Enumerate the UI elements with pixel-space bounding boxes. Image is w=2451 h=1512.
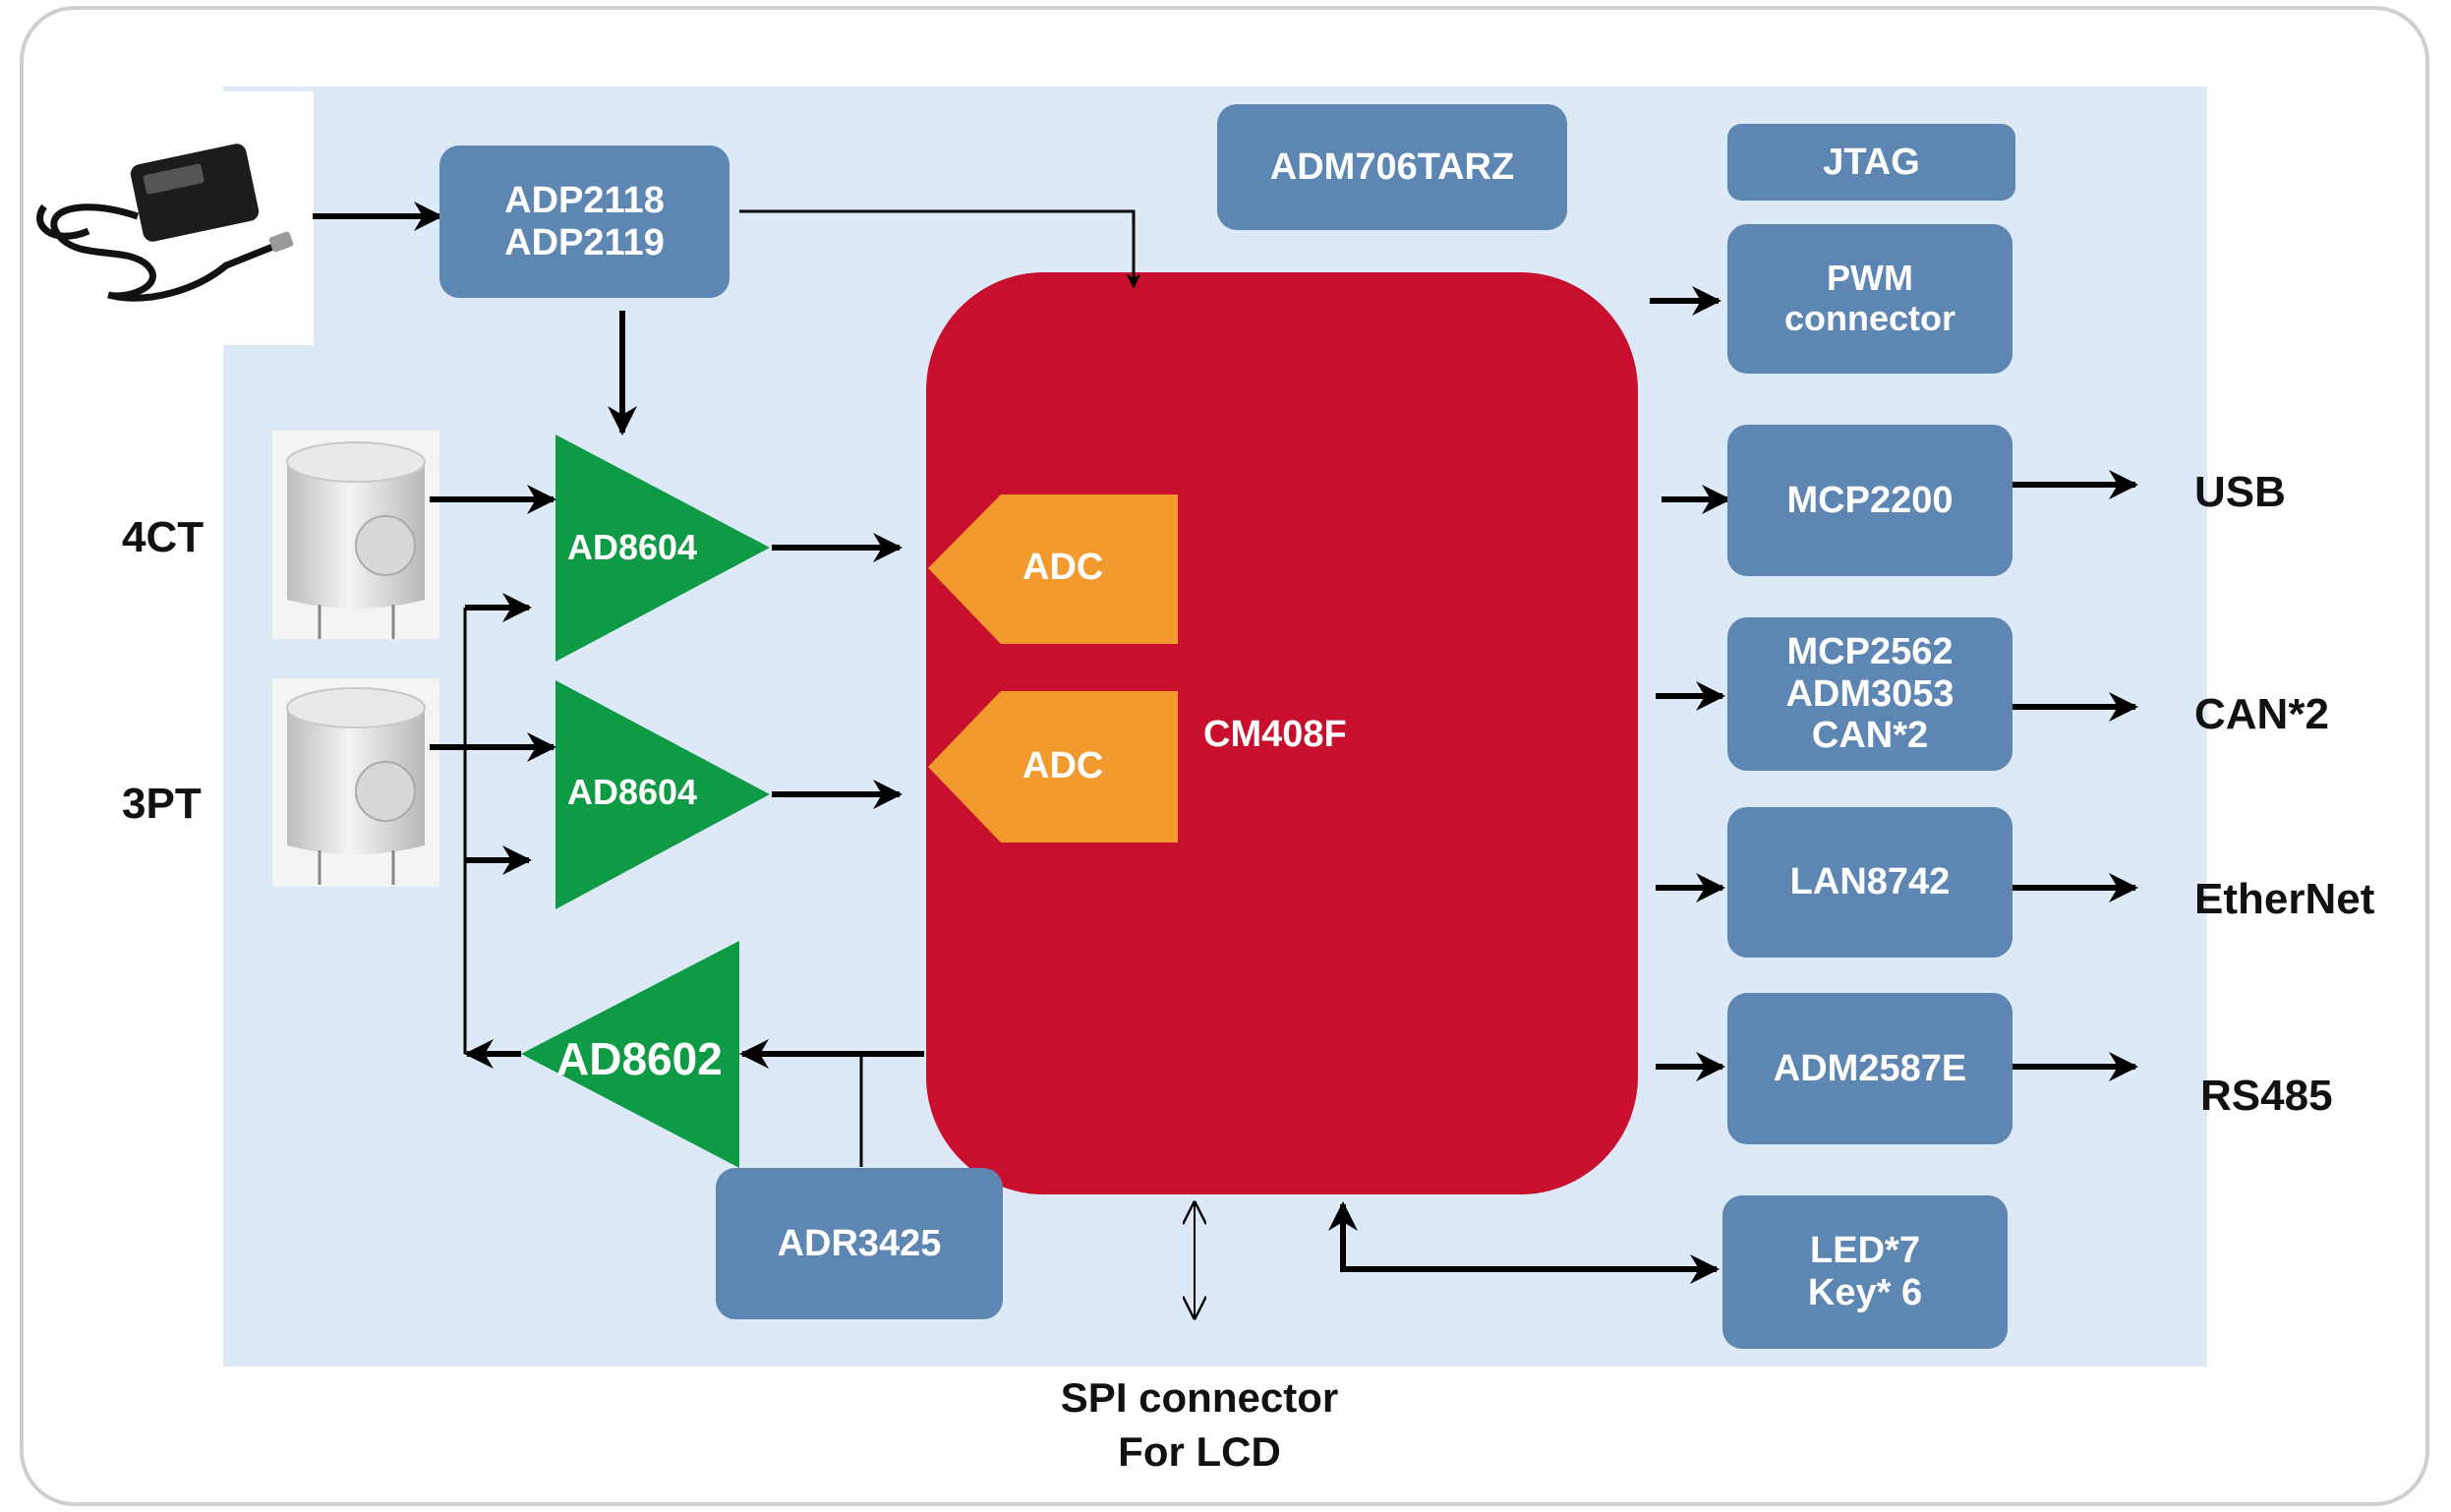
led-line: LED*7: [1810, 1230, 1920, 1272]
can-line-3: CAN*2: [1811, 715, 1929, 757]
supervisor-label: ADM706TARZ: [1269, 145, 1515, 188]
usb-bridge-block: MCP2200: [1727, 425, 2013, 576]
reference-label: ADR3425: [777, 1222, 942, 1264]
pt-input-label: 3PT: [122, 780, 202, 828]
pwm-line-2: connector: [1783, 298, 1956, 338]
reference-block: ADR3425: [716, 1168, 1003, 1319]
jtag-label: JTAG: [1823, 141, 1920, 183]
adc-top-label: ADC: [1022, 547, 1104, 588]
ct-amp-label: AD8604: [567, 527, 698, 567]
spi-caption-line-2: For LCD: [1118, 1427, 1281, 1475]
wire-mcu-led: [1328, 1201, 1720, 1284]
spi-caption: SPI connector For LCD: [983, 1371, 1416, 1479]
ethernet-phy-block: LAN8742: [1727, 807, 2013, 958]
rs485-label: RS485: [2200, 1072, 2333, 1120]
can-label: CAN*2: [2194, 690, 2329, 738]
wire-regulator-mcu: [739, 209, 1141, 289]
pwm-block: PWM connector: [1727, 224, 2013, 374]
power-adapter-icon: [36, 144, 294, 302]
can-line-1: MCP2562: [1786, 630, 1954, 672]
ethernet-phy-label: LAN8742: [1789, 861, 1951, 903]
regulator-block: ADP2118 ADP2119: [439, 145, 729, 298]
can-line-2: ADM3053: [1785, 672, 1955, 715]
pt-amp-label: AD8604: [567, 772, 698, 812]
adc-top-shape: [928, 494, 1178, 644]
led-key-block: LED*7 Key* 6: [1722, 1195, 2008, 1349]
pwm-line-1: PWM: [1827, 258, 1913, 299]
spi-caption-line-1: SPI connector: [1060, 1374, 1339, 1421]
supervisor-block: ADM706TARZ: [1217, 104, 1567, 230]
jtag-block: JTAG: [1727, 124, 2015, 201]
regulator-line-1: ADP2118: [504, 179, 665, 221]
rs485-label: ADM2587E: [1773, 1047, 1967, 1089]
ct-amp-shape: [555, 435, 770, 662]
regulator-line-2: ADP2119: [504, 221, 665, 263]
pt-amp-shape: [555, 680, 770, 909]
adc-bottom-label: ADC: [1022, 745, 1104, 786]
feedback-amp-shape: [521, 941, 739, 1168]
ct-sensor-icon: [272, 431, 439, 639]
ct-input-label: 4CT: [122, 513, 204, 561]
mcu-label: CM408F: [1203, 714, 1347, 755]
pt-sensor-icon: [272, 678, 439, 887]
usb-label: USB: [2194, 468, 2286, 516]
ethernet-label: EtherNet: [2194, 875, 2375, 923]
usb-bridge-label: MCP2200: [1786, 479, 1954, 521]
adc-bottom-shape: [928, 691, 1178, 843]
key-line: Key* 6: [1807, 1272, 1923, 1313]
rs485-block: ADM2587E: [1727, 993, 2013, 1144]
can-block: MCP2562 ADM3053 CAN*2: [1727, 617, 2013, 771]
feedback-amp-label: AD8602: [556, 1033, 723, 1084]
